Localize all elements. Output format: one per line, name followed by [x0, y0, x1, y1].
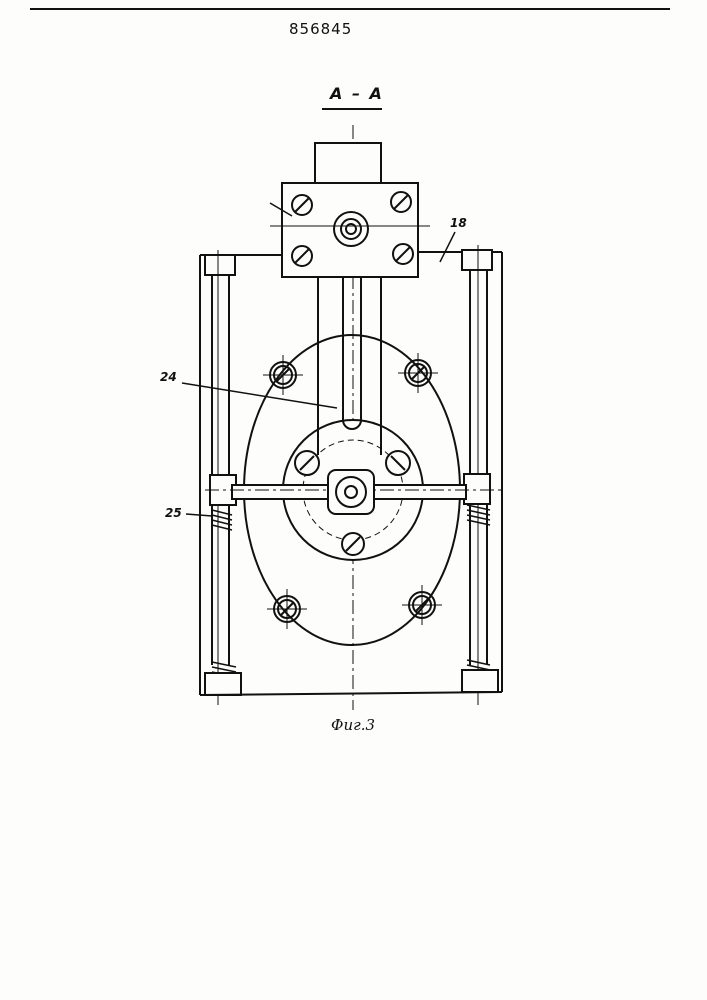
- callout-18: 18: [450, 216, 467, 230]
- left-column-base: [205, 673, 241, 695]
- top-stub: [315, 143, 381, 183]
- callout-25: 25: [165, 506, 182, 520]
- frame-bottom-beam: [200, 692, 502, 695]
- leader-24: [182, 383, 337, 408]
- figure-caption: Фиг.3: [331, 716, 375, 734]
- link-slot: [343, 277, 361, 429]
- right-column-clamp: [464, 474, 490, 504]
- right-column-cap-top: [462, 250, 492, 270]
- leader-25: [186, 514, 212, 516]
- left-column-cap-top: [205, 255, 235, 275]
- leader-18: [440, 232, 455, 262]
- right-column-base: [462, 670, 498, 692]
- callout-24: 24: [160, 370, 177, 384]
